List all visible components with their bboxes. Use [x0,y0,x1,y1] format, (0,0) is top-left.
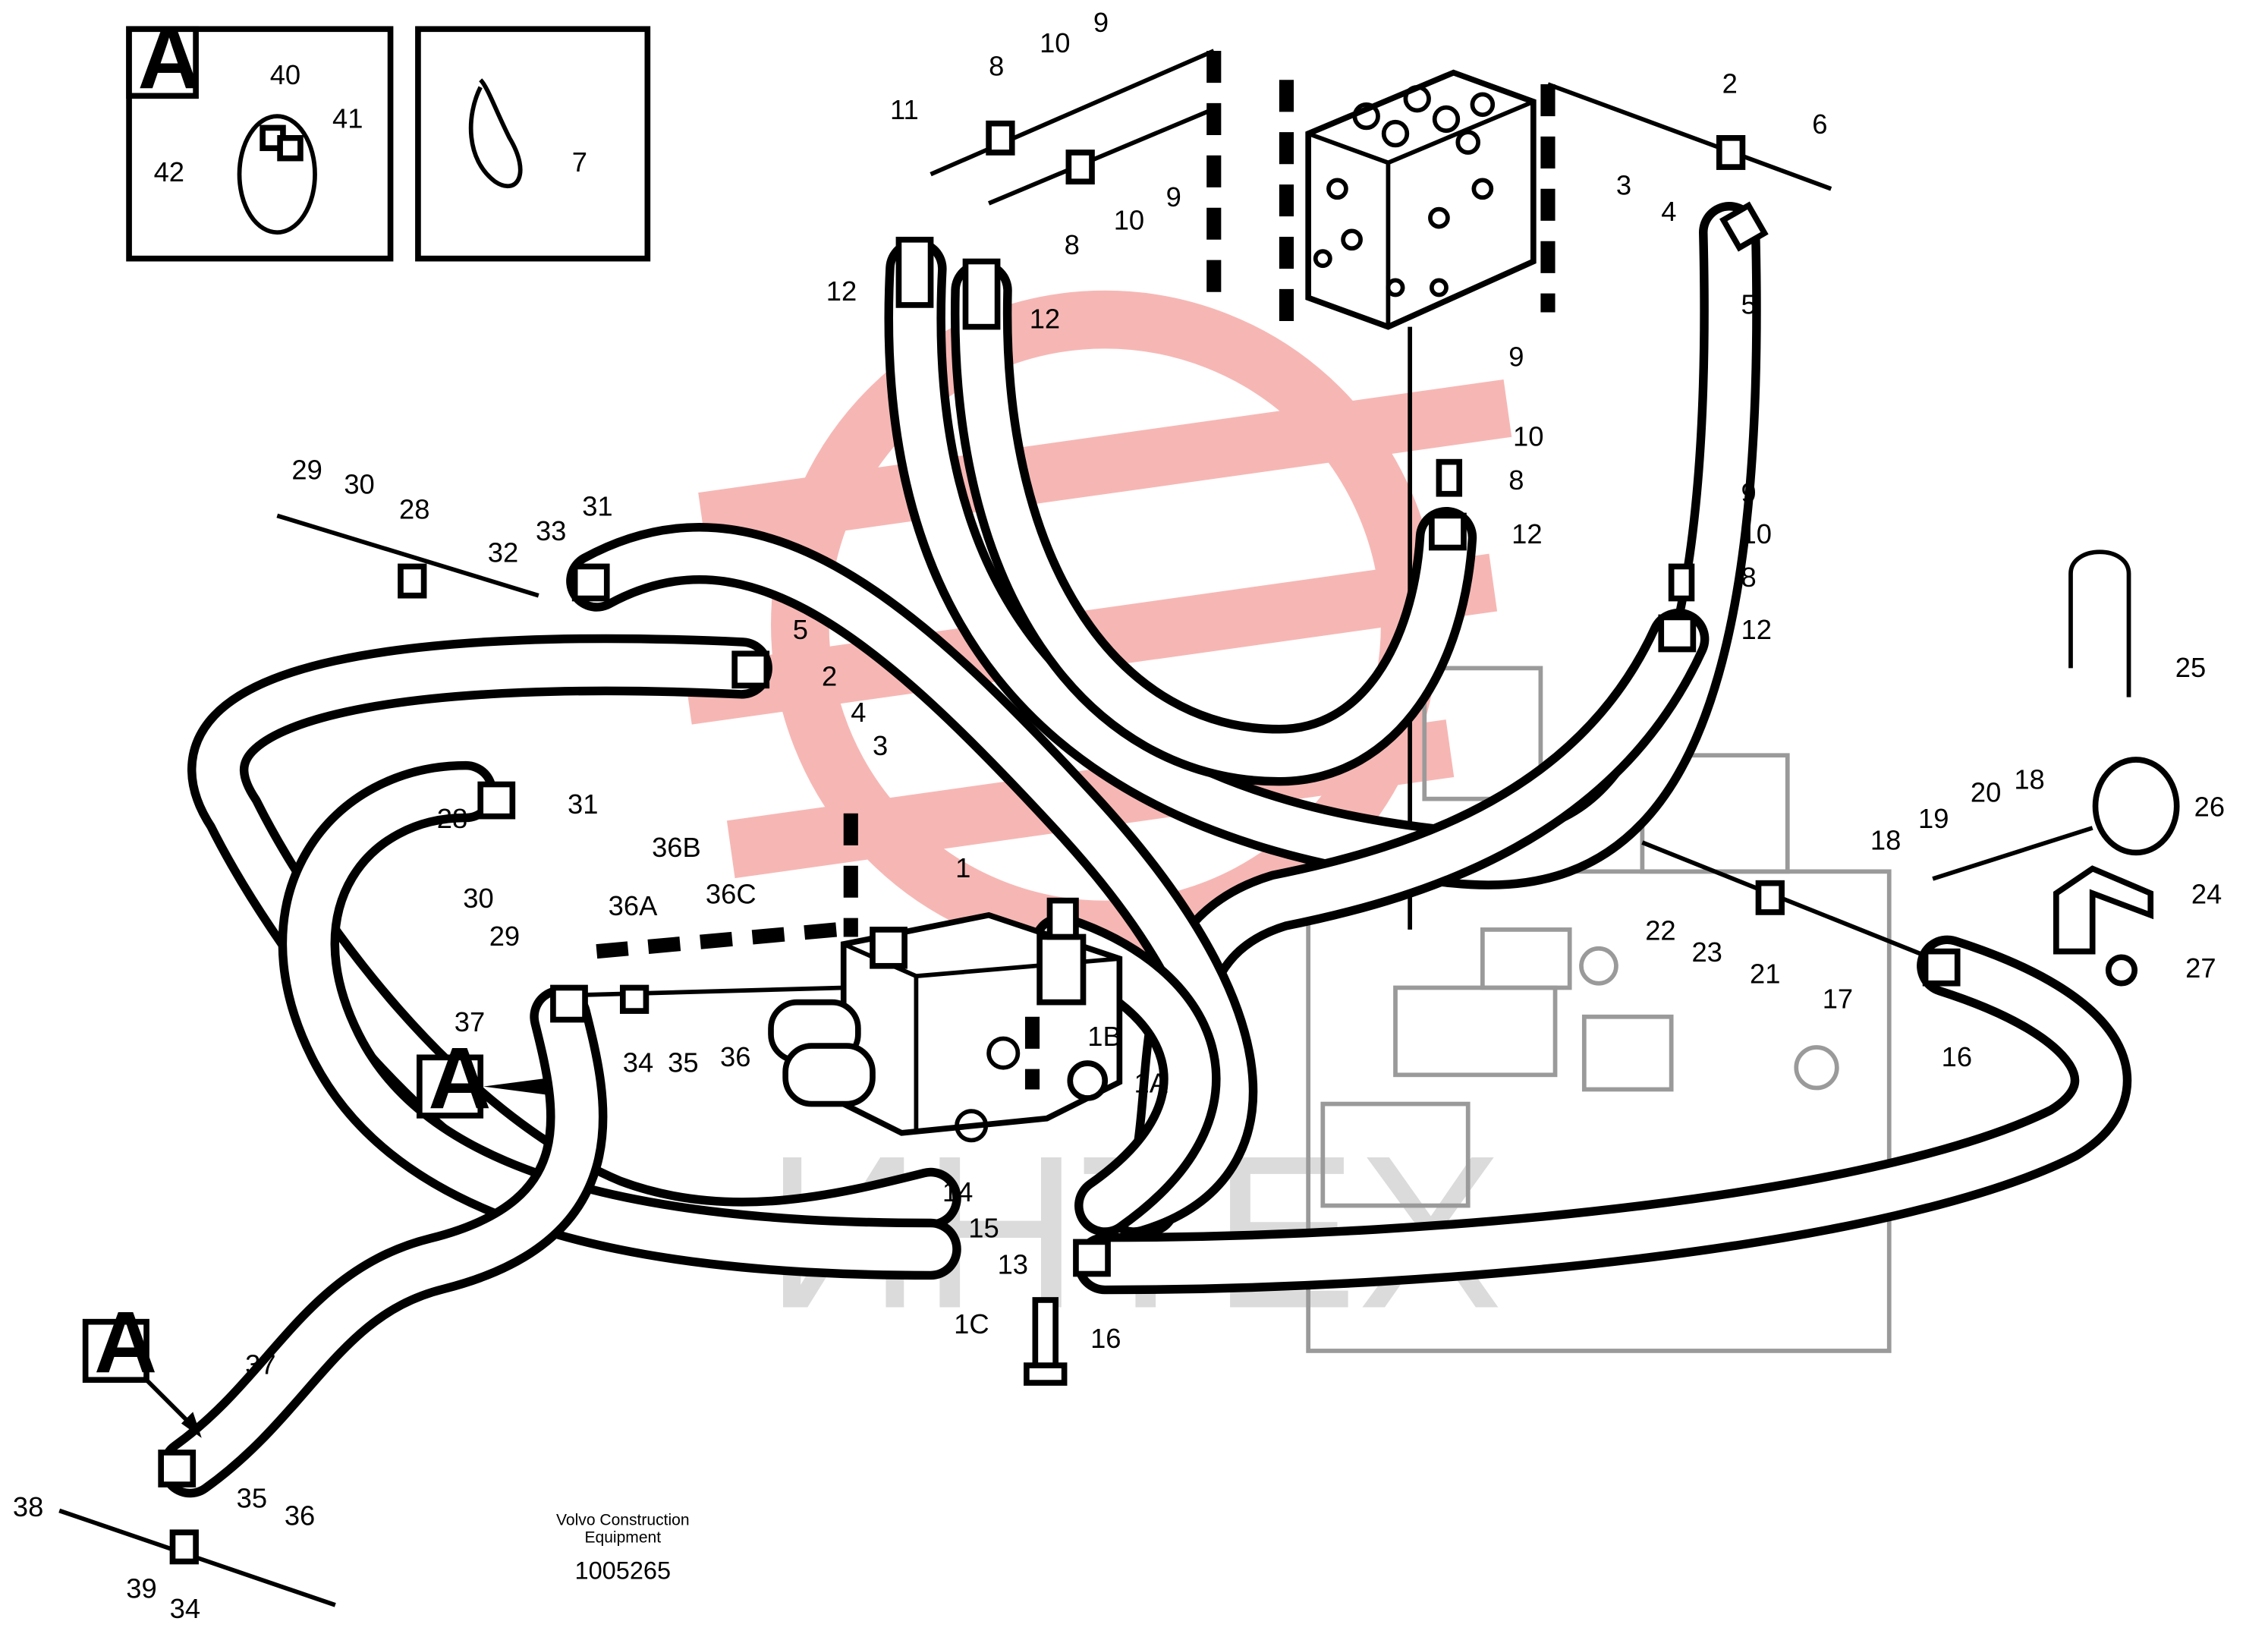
callout-28-top: 28 [399,493,429,524]
callout-4-top: 4 [1661,196,1676,227]
detail-box-7 [415,26,651,262]
callout-10-d: 10 [1741,518,1772,549]
reference-marker-1-label: A [428,1030,491,1127]
callout-2-top: 2 [1722,68,1738,99]
callout-10-b: 10 [1114,204,1144,235]
callout-12-d: 12 [1741,614,1772,645]
callout-5-top: 5 [1741,288,1757,320]
document-number: 1005265 [574,1557,671,1584]
reference-marker-1: A [417,1030,551,1127]
publisher-line-2: Equipment [584,1529,661,1547]
central-valve-block [768,897,1123,1143]
callout-9-a: 9 [1093,7,1109,38]
callout-16-right: 16 [1942,1041,1972,1072]
callout-40: 40 [270,59,300,90]
callout-7: 7 [572,146,587,178]
callout-31-mid: 31 [568,789,598,820]
callout-30-mid: 30 [463,883,493,914]
callout-14: 14 [942,1176,973,1207]
callout-19: 19 [1918,803,1949,834]
callout-38: 38 [13,1491,43,1522]
callout-8-b: 8 [1065,229,1080,260]
callout-39: 39 [126,1572,156,1604]
callout-36b: 36B [652,832,701,863]
callout-6: 6 [1812,109,1827,140]
callout-13: 13 [998,1249,1028,1280]
publisher-block: Volvo Construction Equipment 1005265 [556,1512,690,1585]
callout-17: 17 [1823,983,1853,1014]
callout-18-right: 18 [2014,763,2044,795]
callout-21: 21 [1750,959,1780,990]
callout-29-mid: 29 [489,921,520,952]
reference-marker-2: A [82,1295,202,1438]
callout-1a: 1A [1134,1067,1169,1098]
callout-9-d: 9 [1741,477,1757,508]
callout-25: 25 [2175,652,2206,683]
callout-15: 15 [968,1213,999,1244]
callout-36-bottom: 36 [285,1500,315,1532]
callout-1: 1 [955,852,970,883]
callout-35-mid: 35 [668,1047,698,1078]
callout-8-c: 8 [1508,464,1524,496]
callout-37-mid: 37 [455,1006,485,1037]
fitting-chains [58,49,2093,1607]
callout-36-mid: 36 [720,1041,750,1072]
callout-42: 42 [154,156,184,187]
callout-36c: 36C [706,878,757,909]
callout-labels: 40 41 42 7 11 8 10 9 12 8 10 9 12 2 6 3 … [13,7,2225,1624]
detail-box-a: A [126,11,394,262]
callout-26: 26 [2194,792,2225,823]
callout-22: 22 [1645,915,1675,946]
callout-9-c: 9 [1508,341,1524,372]
callout-1c: 1C [954,1308,989,1340]
callout-32: 32 [488,537,518,568]
callout-8-a: 8 [989,51,1004,82]
callout-29-top: 29 [291,455,322,486]
callout-31-top: 31 [582,490,612,521]
callout-3-mid: 3 [873,730,888,761]
callout-33: 33 [536,515,566,546]
callout-12-a: 12 [826,275,857,307]
callout-23: 23 [1691,937,1722,968]
callout-10-c: 10 [1513,421,1543,452]
callout-12-b: 12 [1030,304,1060,335]
top-distribution-block [1305,69,1537,330]
callout-2-mid: 2 [822,660,837,691]
callout-12-c: 12 [1511,518,1542,549]
callout-20: 20 [1971,776,2001,807]
callout-28-mid: 28 [437,803,467,834]
callout-36a: 36A [609,890,658,921]
callout-24: 24 [2191,878,2222,909]
callout-41: 41 [332,102,363,134]
callout-30-top: 30 [344,469,374,500]
detail-box-a-label: A [138,11,201,108]
callout-10-a: 10 [1040,27,1070,58]
callout-16-left: 16 [1090,1323,1121,1354]
callout-34-bottom: 34 [170,1593,200,1624]
callout-27: 27 [2185,952,2216,984]
callout-8-d: 8 [1741,562,1757,593]
callout-3-top: 3 [1616,169,1631,200]
publisher-line-1: Volvo Construction [556,1512,690,1529]
hose-lines [159,202,2132,1498]
callout-1b: 1B [1087,1021,1121,1052]
callout-9-b: 9 [1166,181,1181,212]
callout-37-bottom: 37 [245,1349,275,1380]
callout-34-mid: 34 [623,1047,653,1078]
callout-11: 11 [890,94,919,125]
callout-5-mid: 5 [793,614,808,645]
reference-marker-2-label: A [94,1295,157,1392]
callout-4-mid: 4 [851,697,866,728]
callout-18-left: 18 [1870,825,1901,856]
gauge-and-bracket [2053,549,2180,987]
callout-35-bottom: 35 [237,1483,267,1514]
